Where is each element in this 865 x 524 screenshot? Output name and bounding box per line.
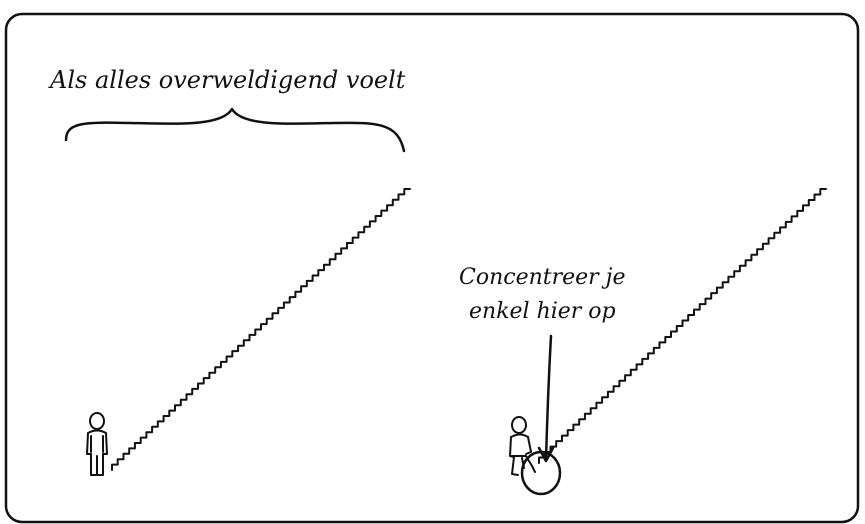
panel-frame: [4, 12, 860, 524]
callout-line-2: enkel hier op: [469, 299, 616, 324]
curly-brace: [64, 107, 406, 153]
pointer-arrow-icon: [537, 334, 555, 463]
long-staircase-right: [538, 188, 827, 464]
long-staircase-left: [111, 188, 411, 471]
callout-line-1: Concentreer je: [459, 265, 626, 290]
person-standing-icon: [86, 412, 108, 476]
caption-overwhelming: Als alles overweldigend voelt: [48, 66, 406, 94]
